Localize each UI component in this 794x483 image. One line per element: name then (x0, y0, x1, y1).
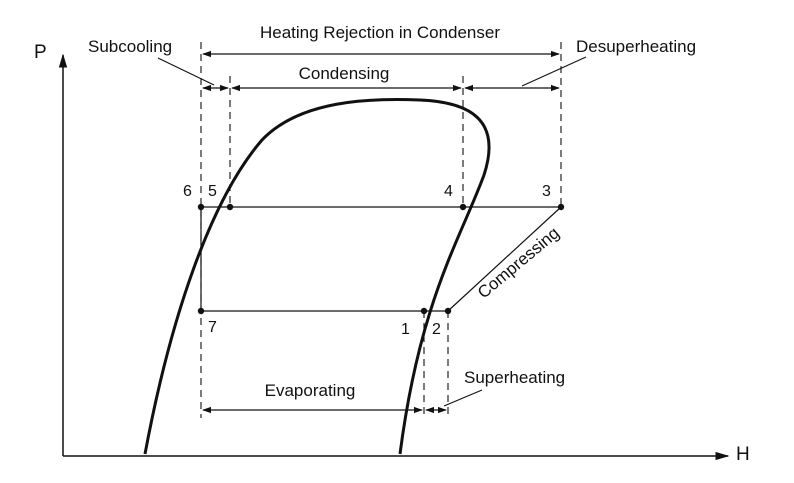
desuperheating-label: Desuperheating (576, 37, 696, 56)
subcooling-label: Subcooling (88, 37, 172, 56)
compression-line (447, 206, 562, 312)
point-5-dot (226, 203, 234, 211)
point-2-label: 2 (432, 321, 441, 338)
superheating-leader (443, 389, 483, 407)
superheating-label: Superheating (464, 368, 565, 387)
heating-rejection-label: Heating Rejection in Condenser (260, 23, 500, 42)
p-axis-label: P (34, 42, 47, 63)
evaporating-label: Evaporating (265, 381, 356, 400)
point-4-label: 4 (444, 183, 453, 200)
point-1-dot (420, 307, 428, 315)
point-7-dot (197, 307, 205, 315)
point-2-dot (444, 307, 452, 315)
point-3-label: 3 (542, 183, 551, 200)
point-7-label: 7 (208, 319, 217, 336)
compressing-label: Compressing (474, 223, 563, 302)
desuperheating-leader (521, 56, 587, 87)
point-1-label: 1 (401, 321, 410, 338)
point-6-dot (197, 203, 205, 211)
point-4-dot (459, 203, 467, 211)
condensing-label: Condensing (299, 64, 390, 83)
h-axis-label: H (736, 444, 750, 465)
point-5-label: 5 (208, 183, 217, 200)
point-3-dot (557, 203, 565, 211)
saturation-dome (143, 97, 491, 455)
subcooling-leader (157, 57, 215, 86)
point-6-label: 6 (183, 183, 192, 200)
